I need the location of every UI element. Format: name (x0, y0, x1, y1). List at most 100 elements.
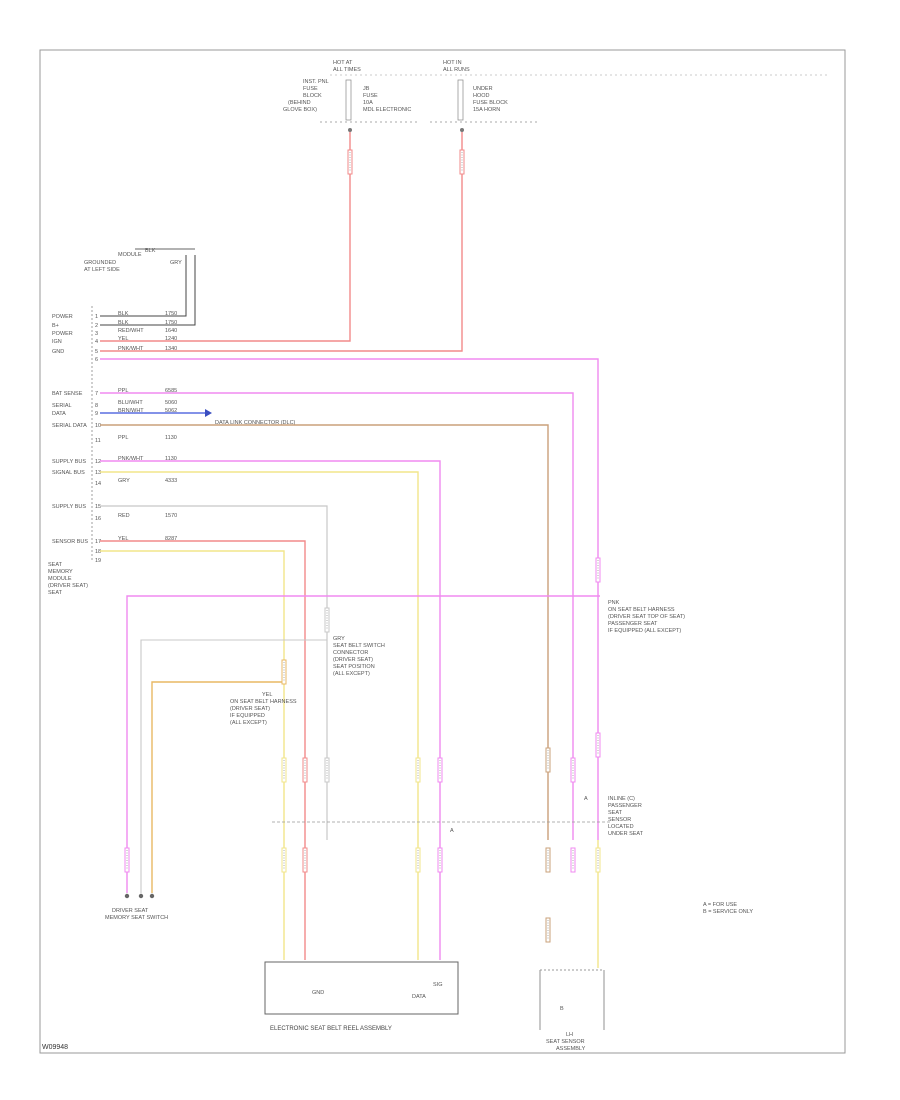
module-name-3: MODULE (48, 576, 72, 582)
terminal-dot (124, 893, 130, 899)
yel-note: YEL ON SEAT BELT HARNESS (DRIVER SEAT) I… (230, 692, 297, 726)
conn-note-4: SENSOR (608, 817, 631, 823)
fuse-right-symbol (457, 79, 464, 121)
module-pin-label: SUPPLY BUS (52, 459, 86, 465)
yel-note-1: YEL (262, 692, 272, 698)
module-pin-number: 16 (95, 516, 101, 522)
circuit-number: 1240 (165, 336, 177, 342)
gray-note-5: SEAT POSITION (333, 664, 375, 670)
legend-2: B = SERVICE ONLY (703, 909, 753, 915)
module-pin-number: 8 (95, 403, 98, 409)
driver-seat-label-2: MEMORY SEAT SWITCH (105, 915, 168, 921)
fuse-left-line-1: INST. PNL (303, 79, 329, 85)
fuse-right-r2: HOOD (473, 93, 490, 99)
fuse-right-header-1: HOT IN (443, 60, 462, 66)
legend-1: A = FOR USE (703, 902, 737, 908)
module-pin-number: 2 (95, 323, 98, 329)
module-pin-number: 1 (95, 314, 98, 320)
module-pin-number: 19 (95, 558, 101, 564)
seat-belt-reel-assembly: GND DATA SIG ELECTRONIC SEAT BELT REEL A… (264, 961, 459, 1032)
ground-label-3: AT LEFT SIDE (84, 267, 120, 273)
legend: A = FOR USE B = SERVICE ONLY (703, 902, 753, 915)
module-pin-label: IGN (52, 339, 62, 345)
wire-pink-1 (100, 358, 599, 840)
ground-reference: MODULE GROUNDED AT LEFT SIDE BLK GRY (84, 248, 196, 326)
ground-wire-b (100, 255, 196, 326)
conn-note-1: INLINE (C) (608, 796, 635, 802)
conn-note-2: PASSENGER (608, 803, 642, 809)
module-name-4: (DRIVER SEAT) (48, 583, 88, 589)
fuse-left-line-5: GLOVE BOX) (283, 107, 317, 113)
ground-label-2: GROUNDED (84, 260, 116, 266)
module-name-6: SEAT (48, 590, 63, 596)
pnk-note: PNK ON SEAT BELT HARNESS (DRIVER SEAT TO… (608, 600, 685, 634)
terminal-dot (138, 893, 144, 899)
module-pin-label: BAT SENSE (52, 391, 83, 397)
wire-color-code: RED (118, 513, 130, 519)
fuse-left-r1: JB (363, 86, 370, 92)
conn-note-3: SEAT (608, 810, 623, 816)
data-link-arrow (205, 409, 212, 417)
connector-note: INLINE (C) PASSENGER SEAT SENSOR LOCATED… (608, 796, 644, 837)
reel-inner-right: DATA (412, 994, 426, 1000)
module-name-1: SEAT (48, 562, 63, 568)
module-name-2: MEMORY (48, 569, 73, 575)
gray-note-6: (ALL EXCEPT) (333, 671, 370, 677)
module-pin-label: SERIAL DATA (52, 423, 87, 429)
circuit-number: 6585 (165, 388, 177, 394)
gray-note: GRY SEAT BELT SWITCH CONNECTOR (DRIVER S… (333, 636, 385, 677)
ground-wire-a (100, 255, 187, 317)
wire-color-code: YEL (118, 336, 128, 342)
driver-seat-label-1: DRIVER SEAT (112, 908, 149, 914)
module-pin-number: 6 (95, 357, 98, 363)
yel-note-2: ON SEAT BELT HARNESS (230, 699, 297, 705)
fuse-right-r4: 15A HORN (473, 107, 500, 113)
ground-pin-1: BLK (145, 248, 156, 254)
conn-note-5: LOCATED (608, 824, 634, 830)
module-pin-label: SIGNAL BUS (52, 470, 85, 476)
yel-note-3: (DRIVER SEAT) (230, 706, 270, 712)
module-pin-number: 17 (95, 539, 101, 545)
ground-pin-2: GRY (170, 260, 182, 266)
module-pin-number: 4 (95, 339, 98, 345)
ground-label-1: MODULE (118, 252, 142, 258)
pnk-note-1: PNK (608, 600, 620, 606)
gray-note-3: CONNECTOR (333, 650, 368, 656)
yel-note-4: IF EQUIPPED (230, 713, 265, 719)
wire-color-code: PPL (118, 388, 128, 394)
module-pin-number: 13 (95, 470, 101, 476)
pnk-note-4: PASSENGER SEAT (608, 621, 658, 627)
wire-color-code: PPL (118, 435, 128, 441)
right-sensor: B LH SEAT SENSOR ASSEMBLY (539, 969, 605, 1052)
reel-inner-left: GND (312, 990, 324, 996)
wire-gray-2 (140, 639, 327, 893)
fuse-right: HOT IN ALL RUNS UNDER HOOD FUSE BLOCK 15… (430, 60, 540, 132)
wire-red-3 (100, 540, 306, 960)
right-sensor-label-1: LH (566, 1032, 573, 1038)
module-pin-number: 3 (95, 331, 98, 337)
module-pin-label: SERIAL (52, 403, 72, 409)
fuse-left-r4: MDL ELECTRONIC (363, 107, 411, 113)
gray-note-1: GRY (333, 636, 345, 642)
fuse-right-pin (460, 128, 464, 132)
module-pin-number: 18 (95, 549, 101, 555)
module-pin-label: GND (52, 349, 64, 355)
wire-color-code: GRY (118, 478, 130, 484)
wire-color-code: BLU/WHT (118, 400, 143, 406)
fuse-left-line-4: (BEHIND (288, 100, 311, 106)
wire-gray (100, 505, 328, 840)
wire-color-code: BRN/WHT (118, 408, 144, 414)
module-pin-label: B+ (52, 323, 59, 329)
fuse-left-r2: FUSE (363, 93, 378, 99)
diagram-frame (39, 49, 846, 1054)
gray-note-2: SEAT BELT SWITCH (333, 643, 385, 649)
circuit-number: 5062 (165, 408, 177, 414)
wire-color-code: BLK (118, 320, 129, 326)
circuit-number: 1130 (165, 456, 177, 462)
fuse-left-header-2: ALL TIMES (333, 67, 361, 73)
module-pin-label: POWER (52, 331, 73, 337)
module-pin-number: 9 (95, 411, 98, 417)
connector-markers (124, 149, 601, 943)
right-sensor-pin: B (560, 1006, 564, 1012)
